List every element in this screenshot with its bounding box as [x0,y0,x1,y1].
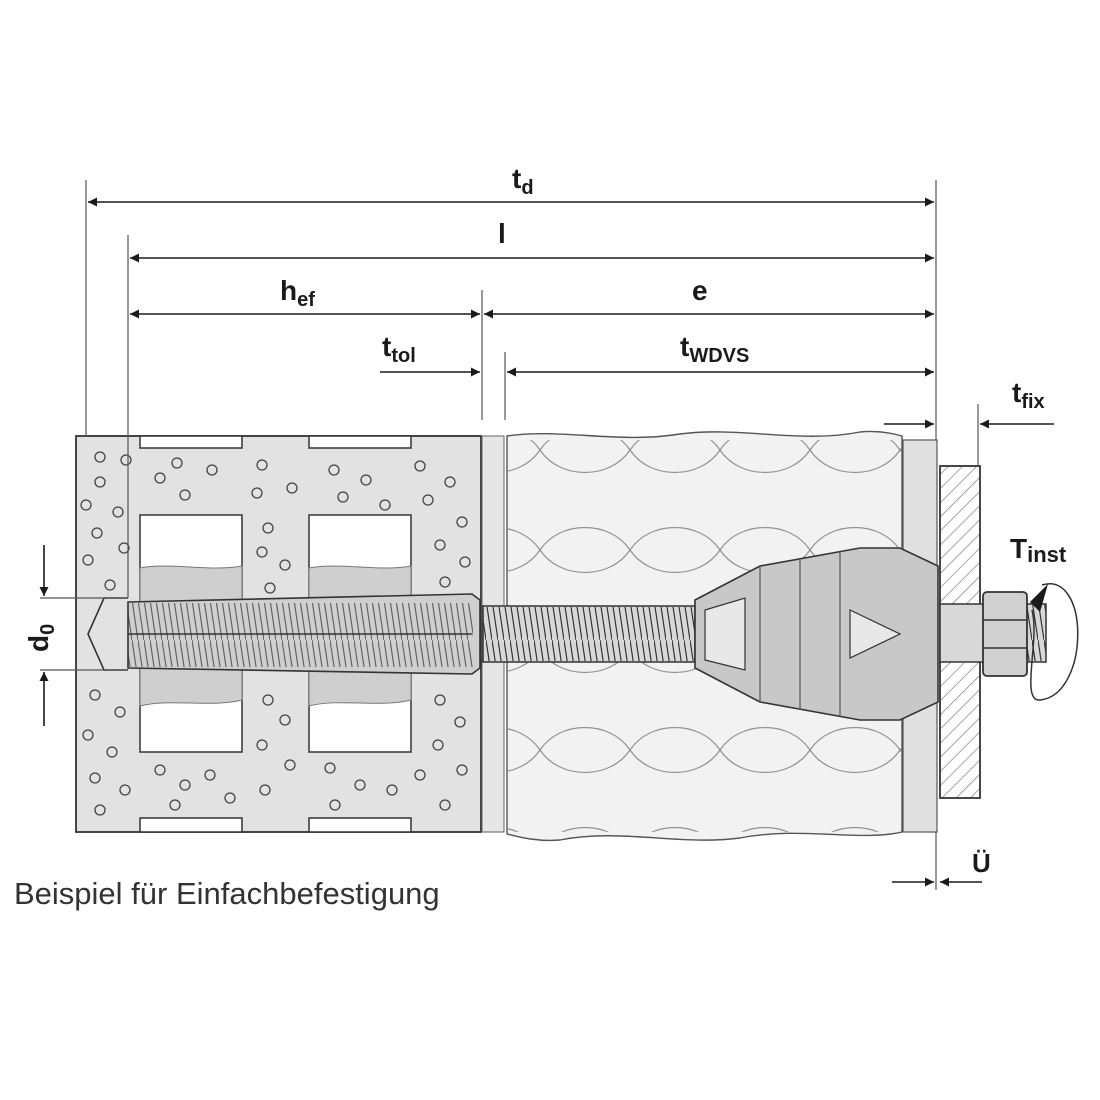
extension-lines [40,180,979,890]
spacer-cone [694,547,939,721]
torque-arrow [1030,583,1079,701]
aggregate-dots [80,451,471,816]
label-tinst: Tinst [1010,533,1067,567]
dimension-lines [39,197,1054,887]
label-e: e [692,275,708,306]
threaded-rod [482,603,1047,663]
label-tfix: tfix [1012,377,1045,413]
anchor-sleeve [127,593,481,675]
label-l: l [498,218,506,249]
label-hef: hef [280,275,315,311]
label-d0: d0 [23,624,59,652]
label-ttol: ttol [382,331,416,367]
hex-nut [982,591,1028,677]
label-td: td [512,163,534,199]
label-u: Ü [972,848,991,878]
label-twdvs: tWDVS [680,331,749,367]
caption: Beispiel für Einfachbefestigung [14,876,440,911]
